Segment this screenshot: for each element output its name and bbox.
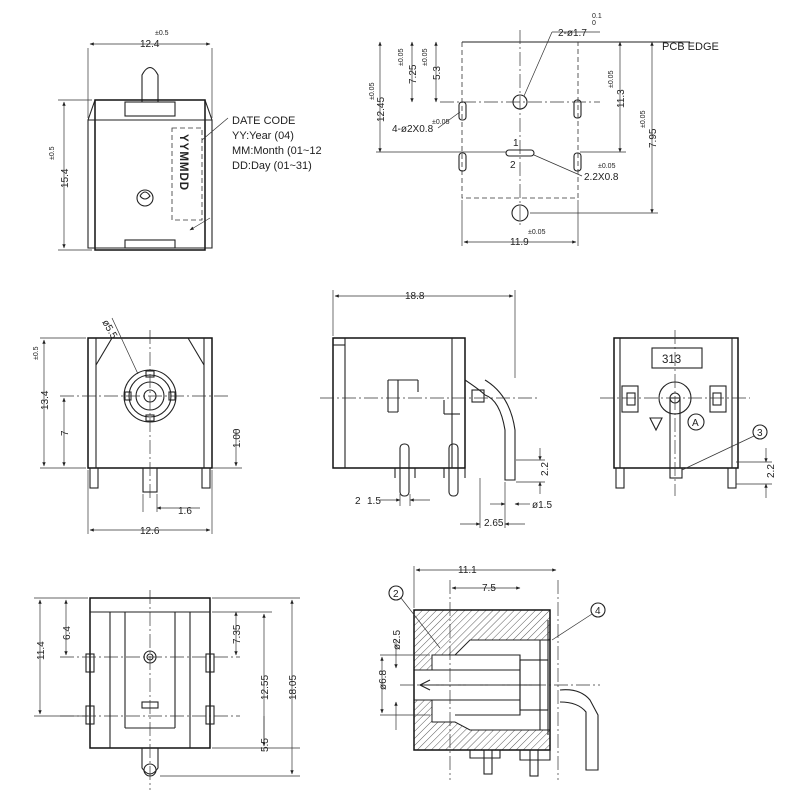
side-d-1-5: 1.5 (367, 496, 381, 507)
bottom-d-11-4: 11.4 (36, 641, 47, 660)
dim-5-3: 5.3 (432, 66, 443, 80)
dim-11-3: 11.3 (616, 89, 627, 108)
height-15-4-tol: ±0.5 (49, 146, 56, 160)
side-phi-1-5: ø1.5 (532, 500, 552, 511)
front-h-13-4: 13.4 (40, 390, 51, 410)
pcb-layout: PCB EDGE 1 2 2-ø1.7 0.1 0 4-ø2X0.8 ±0.05… (369, 13, 719, 248)
section-view: 11.1 7.5 ø2.5 ø6.8 2 4 (378, 565, 606, 780)
back-d-2-2: 2.2 (766, 464, 777, 478)
date-code-title: DATE CODE (232, 115, 295, 127)
height-15-4: 15.4 (60, 168, 71, 188)
width-12-4-tol: ±0.5 (155, 30, 169, 37)
side-view: 18.8 2.2 2 1.5 ø1.5 2.65 (320, 290, 552, 529)
callout-2: 2 (393, 589, 399, 600)
front-view: ø5.5 13.4 ±0.5 7 1.00 1.6 12.6 (33, 317, 243, 537)
bottom-d-5-5: 5.5 (260, 738, 271, 752)
section-d-11-1: 11.1 (458, 565, 477, 576)
side-d-2-65: 2.65 (484, 518, 504, 529)
width-12-4: 12.4 (140, 39, 160, 50)
front-d-1-6: 1.6 (178, 506, 192, 517)
dim-5-3-tol: ±0.05 (422, 48, 429, 66)
bottom-d-12-55: 12.55 (260, 675, 271, 700)
callout-4: 4 (595, 606, 601, 617)
side-len-18-8: 18.8 (405, 291, 425, 302)
bottom-d-18-05: 18.05 (288, 675, 299, 700)
hole-2-tol-top: 0.1 (592, 13, 602, 20)
dim-11-3-tol: ±0.05 (608, 70, 615, 88)
back-code: 313 (662, 354, 681, 366)
dim-7-95-tol: ±0.05 (640, 110, 647, 128)
front-h-13-4-tol: ±0.5 (33, 346, 40, 360)
front-d-1-00: 1.00 (232, 428, 243, 448)
slot-4-tol: ±0.05 (432, 119, 450, 126)
callout-3: 3 (757, 428, 763, 439)
section-phi-2-5: ø2.5 (392, 630, 403, 650)
bottom-d-7-35: 7.35 (232, 624, 243, 644)
pcb-hole-top (512, 94, 528, 110)
date-code-mark: YYMMDD (177, 134, 189, 191)
slot-1-tol: ±0.05 (598, 163, 616, 170)
dim-7-95: 7.95 (648, 128, 659, 148)
side-d-2-2: 2.2 (540, 462, 551, 476)
pcb-slot (573, 152, 582, 172)
pcb-mark-1: 1 (513, 138, 519, 149)
hole-2-dia: 2-ø1.7 (558, 28, 587, 39)
dim-12-45: 12.45 (376, 97, 387, 122)
bottom-d-6-4: 6.4 (62, 626, 73, 640)
pcb-mark-2: 2 (510, 160, 516, 171)
date-code-year: YY:Year (04) (232, 130, 294, 142)
dim-7-25-tol: ±0.05 (398, 48, 405, 66)
side-d-2: 2 (355, 496, 361, 507)
slot-4: 4-ø2X0.8 (392, 124, 434, 135)
date-code-day: DD:Day (01~31) (232, 160, 312, 172)
dim-7-25: 7.25 (408, 64, 419, 84)
bottom-view: 11.4 6.4 7.35 12.55 18.05 5.5 (34, 590, 300, 790)
section-d-7-5: 7.5 (482, 583, 496, 594)
dim-12-45-tol: ±0.05 (369, 82, 376, 100)
slot-1: 2.2X0.8 (584, 172, 619, 183)
pcb-slot (573, 99, 582, 119)
hole-2-tol-bot: 0 (592, 20, 596, 27)
dim-11-9-tol: ±0.05 (528, 229, 546, 236)
pcb-slot (458, 152, 467, 172)
top-view: YYMMDD 12.4 ±0.5 15.4 ±0.5 (49, 30, 229, 251)
front-h-7: 7 (60, 430, 71, 436)
pcb-slot-wide (505, 149, 535, 157)
front-w-12-6: 12.6 (140, 526, 160, 537)
pcb-slot (458, 101, 467, 121)
date-code-legend: DATE CODE YY:Year (04) MM:Month (01~12 D… (232, 115, 322, 172)
back-view: 313 A 3 2.2 (600, 330, 777, 498)
section-phi-6-8: ø6.8 (378, 670, 389, 690)
pcb-edge-label: PCB EDGE (662, 41, 719, 53)
back-mark-a: A (692, 418, 699, 429)
date-code-month: MM:Month (01~12 (232, 145, 322, 157)
pcb-hole-bottom (511, 204, 529, 222)
dim-11-9: 11.9 (510, 237, 529, 248)
